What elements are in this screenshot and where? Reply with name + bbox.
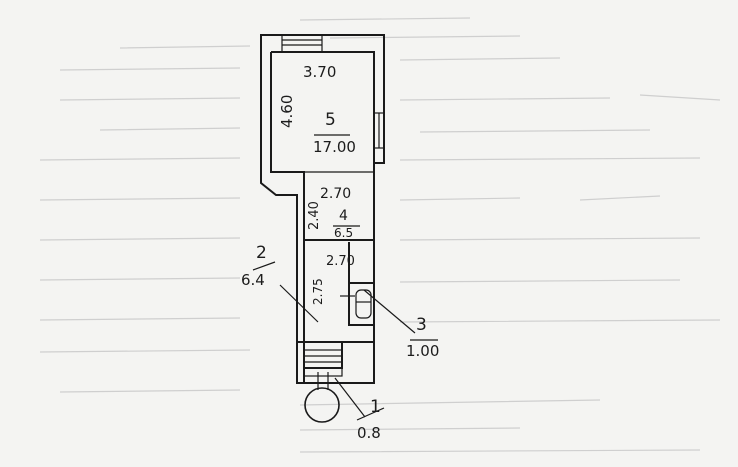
room-3-wall xyxy=(348,242,374,326)
outer-wall xyxy=(260,34,385,384)
bleed-through-lines xyxy=(39,17,721,453)
room-5-width: 3.70 xyxy=(303,63,336,81)
room-4-area: 6.5 xyxy=(334,226,353,240)
room-2-area: 6.4 xyxy=(241,271,265,289)
leader-room-2 xyxy=(279,284,319,323)
room-2-length: 2.75 xyxy=(311,278,325,305)
leader-room-3 xyxy=(363,289,416,334)
room-4-length: 2.40 xyxy=(307,201,322,230)
room-5-number: 5 xyxy=(325,110,336,130)
room-2-number: 2 xyxy=(256,243,267,263)
room-1-wall xyxy=(297,341,374,369)
room-3-area: 1.00 xyxy=(406,342,439,360)
leader-room-1 xyxy=(334,377,366,418)
entrance-steps xyxy=(303,349,343,377)
room-5-area: 17.00 xyxy=(313,138,356,156)
room-1-area: 0.8 xyxy=(357,424,381,442)
window-right xyxy=(373,112,385,149)
room-2-width: 2.70 xyxy=(326,254,355,269)
toilet-symbol xyxy=(355,289,372,319)
room-2-number-underline xyxy=(252,261,276,271)
room-4-width: 2.70 xyxy=(320,186,351,202)
window-top xyxy=(281,34,323,53)
room-1-number-underline xyxy=(356,407,385,421)
room-5-length: 4.60 xyxy=(278,95,296,128)
room-4-number: 4 xyxy=(339,208,348,224)
room-3-number: 3 xyxy=(416,315,427,335)
room-1-number: 1 xyxy=(370,397,381,417)
well-symbol xyxy=(304,372,340,423)
